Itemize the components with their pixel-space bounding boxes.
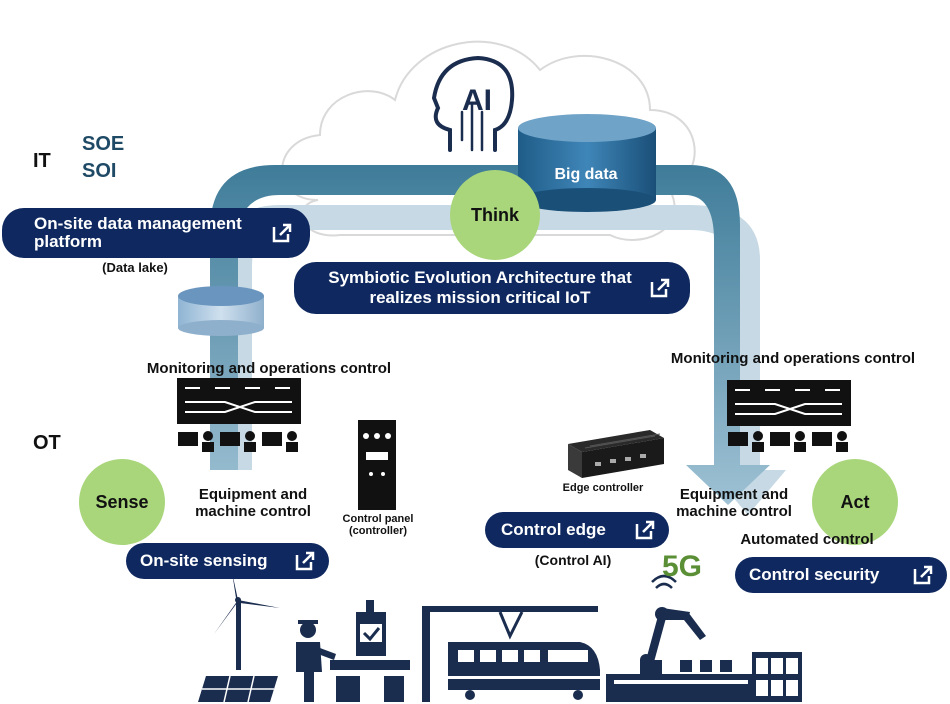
control-panel-label: Control panel (controller) [342, 513, 414, 537]
think-circle: Think [450, 170, 540, 260]
act-circle: Act [812, 459, 898, 545]
warehouse-shelf-icon [752, 652, 802, 702]
soi-label: SOI [82, 160, 117, 182]
external-link-icon [650, 278, 670, 298]
robot-arm-icon [640, 574, 706, 674]
ai-label: AI [462, 84, 492, 117]
conveyor-belt-icon [606, 660, 756, 702]
inspection-machine-icon [330, 600, 410, 702]
wind-turbine-icon [214, 572, 280, 670]
control-security-link-label: Control security [749, 565, 880, 584]
control-edge-link[interactable]: Control edge [485, 512, 669, 548]
symbiotic-architecture-link-label: Symbiotic Evolution Architecture that re… [328, 268, 632, 307]
ai-head-icon [431, 55, 515, 152]
five-g-label: 5G [662, 550, 703, 583]
main-flow-arrow [210, 165, 770, 505]
train-icon [422, 606, 600, 702]
edge-controller-device [568, 430, 664, 478]
monitoring-right-label: Monitoring and operations control [670, 350, 916, 367]
data-lake-cylinder [178, 286, 264, 336]
soe-label: SOE [82, 133, 125, 155]
onsite-sensing-link[interactable]: On-site sensing [126, 543, 329, 579]
ot-layer-label: OT [33, 432, 61, 454]
control-ai-label: (Control AI) [534, 552, 612, 568]
monitoring-panel-left [177, 378, 301, 452]
data-platform-link[interactable]: On-site data management platform [2, 208, 310, 258]
monitoring-left-label: Monitoring and operations control [146, 360, 392, 377]
external-link-icon [272, 223, 292, 243]
data-lake-label: (Data lake) [102, 260, 168, 275]
equipment-right-label: Equipment and machine control [676, 486, 792, 520]
sense-circle: Sense [79, 459, 165, 545]
external-link-icon [635, 520, 655, 540]
automated-control-label: Automated control [740, 531, 874, 548]
factory-worker-icon [296, 620, 336, 702]
control-panel-cabinet [358, 420, 396, 510]
symbiotic-architecture-link[interactable]: Symbiotic Evolution Architecture that re… [294, 262, 690, 314]
onsite-sensing-link-label: On-site sensing [140, 551, 268, 570]
big-data-cylinder [518, 114, 656, 212]
data-platform-link-label: On-site data management platform [34, 214, 242, 251]
external-link-icon [913, 565, 933, 585]
equipment-left-label: Equipment and machine control [195, 486, 311, 520]
big-data-label: Big data [554, 166, 618, 183]
solar-panel-icon [198, 675, 278, 703]
monitoring-panel-right [727, 380, 851, 452]
external-link-icon [295, 551, 315, 571]
control-security-link[interactable]: Control security [735, 557, 947, 593]
edge-controller-label: Edge controller [562, 482, 644, 494]
it-layer-label: IT [33, 150, 51, 172]
control-edge-link-label: Control edge [501, 520, 606, 539]
